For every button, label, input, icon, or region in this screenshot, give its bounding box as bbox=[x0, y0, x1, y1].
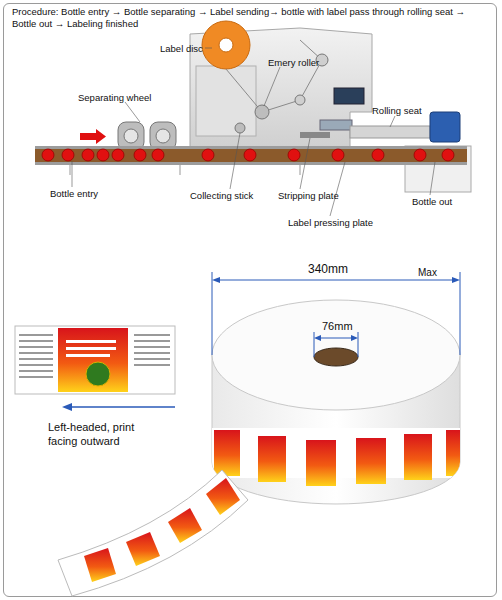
leader-lines bbox=[72, 48, 435, 216]
labeling-machine bbox=[190, 21, 430, 150]
part-label: Separating wheel bbox=[78, 92, 151, 103]
motor bbox=[430, 112, 460, 142]
part-label: 76mm bbox=[322, 319, 353, 333]
part-label: Label disc bbox=[160, 43, 203, 54]
stripping-plate bbox=[300, 132, 330, 138]
rolling-seat bbox=[350, 126, 430, 138]
sample-label bbox=[15, 326, 175, 394]
part-label: Stripping plate bbox=[278, 190, 339, 201]
label-roll bbox=[205, 300, 470, 504]
part-label: Label pressing plate bbox=[288, 217, 373, 228]
part-label: Rolling seat bbox=[372, 105, 422, 116]
procedure-title: Procedure: Bottle entry → Bottle separat… bbox=[12, 6, 490, 30]
part-label: Bottle entry bbox=[50, 188, 98, 199]
label-disc bbox=[202, 21, 250, 69]
direction-arrow bbox=[62, 403, 175, 411]
part-label: Max bbox=[418, 266, 437, 279]
collecting-stick bbox=[235, 123, 245, 133]
part-label: Left-headed, print facing outward bbox=[48, 420, 160, 448]
feed-arrow bbox=[80, 129, 106, 144]
label-strip bbox=[58, 470, 248, 596]
emery-roller bbox=[255, 105, 269, 119]
part-label: 340mm bbox=[308, 262, 348, 277]
part-label: Emery roller bbox=[268, 57, 319, 68]
part-label: Collecting stick bbox=[190, 190, 253, 201]
dimension-lines bbox=[212, 272, 460, 357]
separating-wheel bbox=[118, 122, 176, 150]
conveyor bbox=[35, 146, 467, 175]
part-label: Bottle out bbox=[412, 196, 452, 207]
